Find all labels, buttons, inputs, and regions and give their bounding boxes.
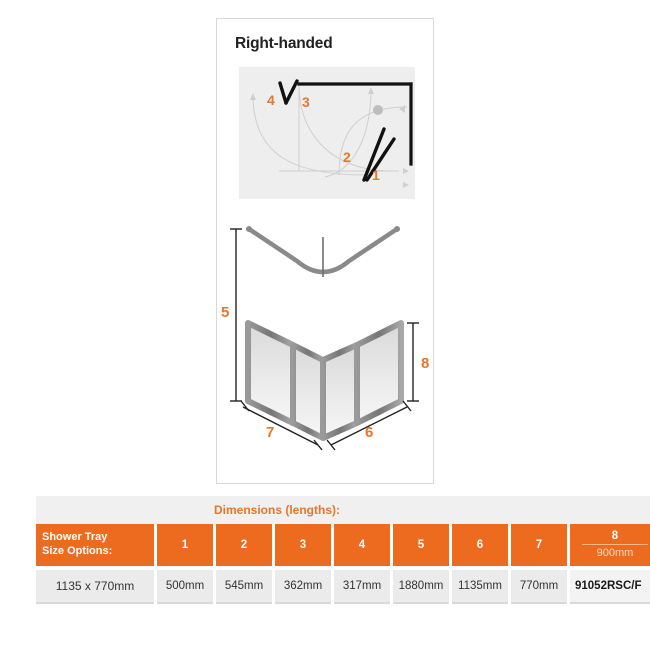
elevation-label-6: 6 [365,424,373,441]
diagram-panel: Right-handed [216,18,434,484]
column-header-3: 3 [275,524,331,566]
cell-tray-size: 1135 x 770mm [36,570,154,604]
column-header-line1: Shower Tray [42,531,108,544]
column-header-7: 7 [511,524,567,566]
cell-dimension-4: 317mm [334,570,390,604]
plan-label-3: 3 [302,94,310,110]
elevation-label-5: 5 [221,304,229,321]
table-caption-row: Dimensions (lengths): [36,496,650,524]
table-header-row: Shower Tray Size Options: 1 2 3 4 5 6 7 … [36,524,650,566]
cell-dimension-7: 770mm [511,570,567,604]
table-row: 1135 x 770mm 500mm 545mm 362mm 317mm 188… [36,570,650,604]
plan-label-4: 4 [267,92,275,108]
column-header-8-size: 900mm [596,547,634,560]
page-title: Right-handed [235,35,333,52]
column-header-4: 4 [334,524,390,566]
cell-dimension-2: 545mm [216,570,272,604]
plan-view-door-configuration: 4 3 2 1 [239,67,415,199]
column-header-8: 8 900mm [570,524,650,566]
elevation-label-7: 7 [266,424,274,441]
cell-dimension-5: 1880mm [393,570,449,604]
plan-label-2: 2 [343,149,351,165]
cell-dimension-1: 500mm [157,570,213,604]
table-caption: Dimensions (lengths): [213,503,340,517]
column-header-5: 5 [393,524,449,566]
elevation-label-8: 8 [421,355,429,372]
column-header-8-number: 8 [581,529,649,546]
column-header-line2: Size Options: [42,545,113,557]
dimensions-table: Dimensions (lengths): Shower Tray Size O… [36,496,650,604]
plan-label-1: 1 [372,167,380,183]
column-header-2: 2 [216,524,272,566]
column-header-shower-tray-size: Shower Tray Size Options: [36,524,154,566]
column-header-1: 1 [157,524,213,566]
cell-product-code: 91052RSC/F [570,570,650,604]
column-header-6: 6 [452,524,508,566]
cell-dimension-6: 1135mm [452,570,508,604]
cell-dimension-3: 362mm [275,570,331,604]
elevation-view-shower-enclosure: 5 8 7 6 [219,211,433,479]
